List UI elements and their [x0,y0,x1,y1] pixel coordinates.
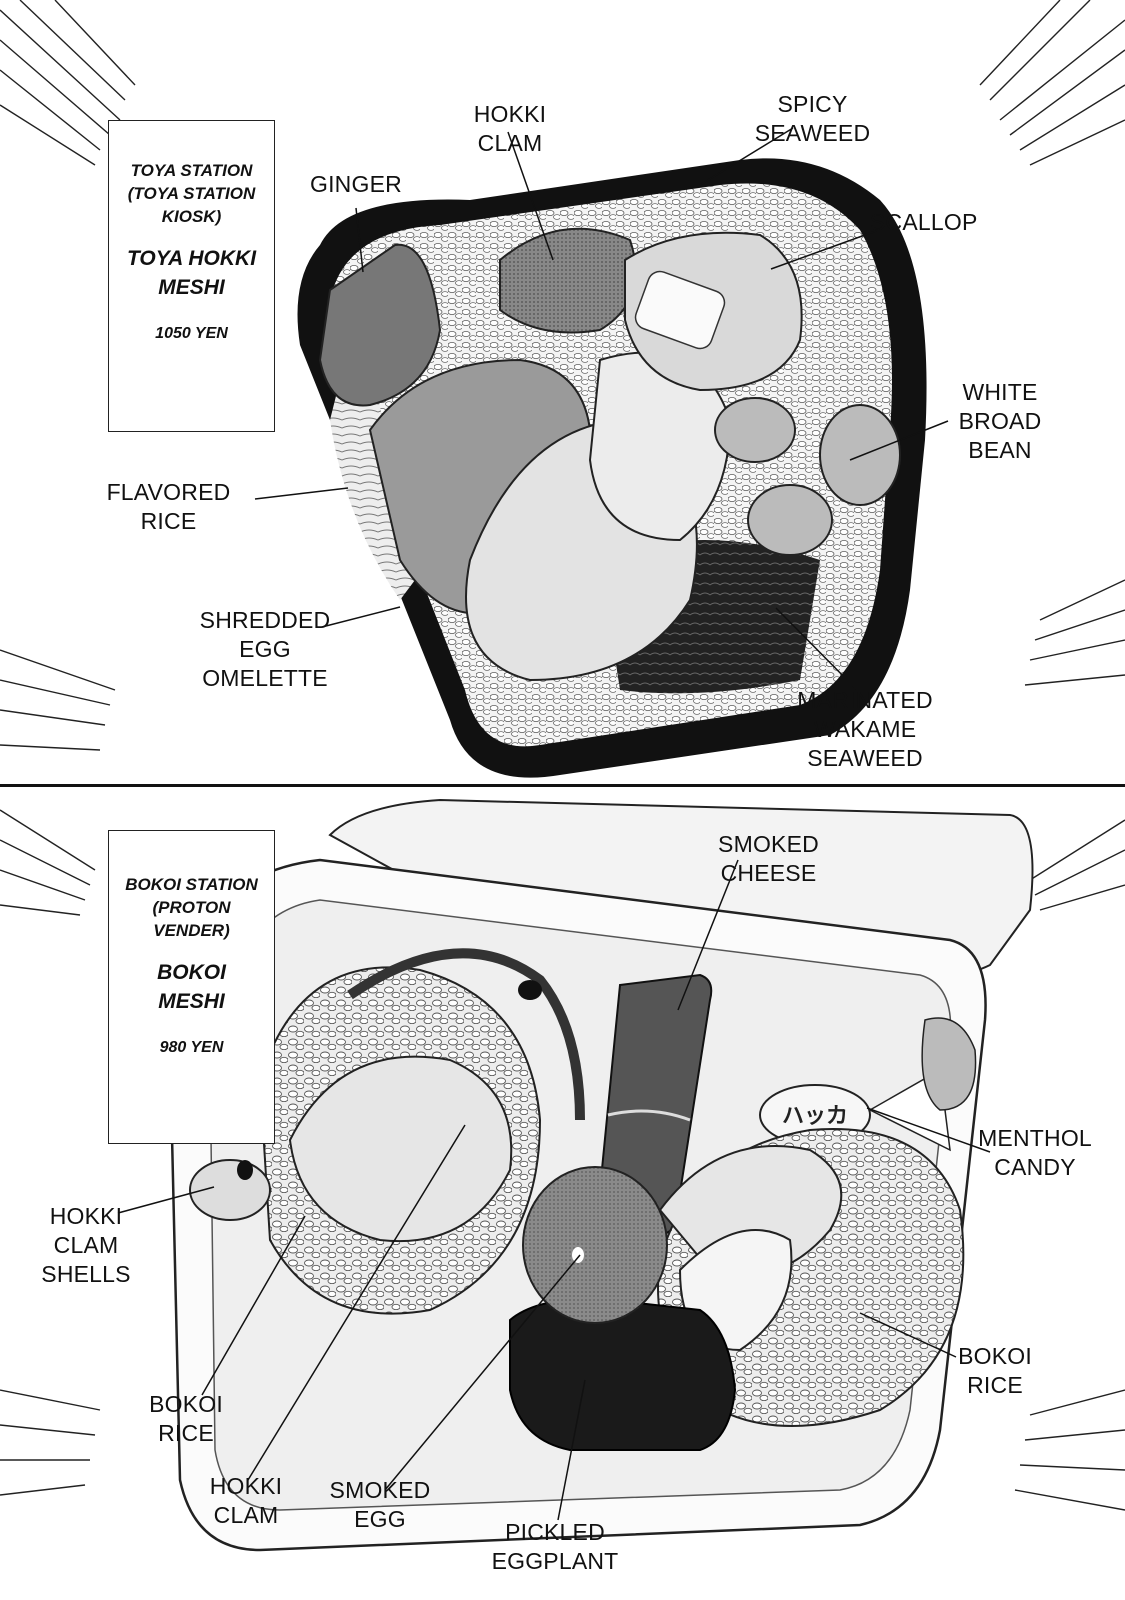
clam-shell-arc [347,948,585,1121]
bento-price: 980 YEN [159,1039,224,1056]
clam-shell-dark [237,1160,253,1180]
speed-lines [0,809,1125,1511]
scallop-highlight [634,270,726,350]
label-pickled-eggplant: PICKLED EGGPLANT [491,1519,619,1574]
candy-text: ハッカ [782,1104,848,1129]
top-panel: TOYA STATION (TOYA STATION KIOSK) TOYA H… [0,0,1125,786]
cheese-highlight [607,1109,691,1122]
broad-beans [714,397,901,556]
station-name: TOYA STATION (TOYA STATION KIOSK) [127,161,256,226]
label-ginger: GINGER [310,171,402,197]
label-shredded-egg-omelette: SHREDDED EGG OMELETTE [199,607,331,691]
label-hokki-clam: HOKKI CLAM [473,101,547,156]
label-marinated-wakame: MARINATED WAKAME SEAWEED [797,687,933,771]
bokoi-bento-illustration: ハッカ [0,798,1125,1552]
label-flavored-rice: FLAVORED RICE [106,479,231,534]
clam-piece [288,1055,513,1243]
label-white-broad-bean: WHITE BROAD BEAN [958,379,1042,463]
label-bokoi-rice-left: BOKOI RICE [149,1391,223,1446]
panel-divider [0,784,1125,787]
station-name: BOKOI STATION (PROTON VENDER) [125,875,258,940]
toya-info-box: TOYA STATION (TOYA STATION KIOSK) TOYA H… [108,120,275,432]
label-menthol-candy: MENTHOL CANDY [978,1125,1092,1180]
speed-lines [0,0,1125,751]
bokoi-info-box: BOKOI STATION (PROTON VENDER) BOKOI MESH… [108,830,275,1144]
ginger-piece [318,243,442,407]
bento-name: TOYA HOKKI MESHI [126,247,257,299]
candy-wrapper-twist [921,1017,977,1111]
smoked-egg [522,1166,668,1324]
label-scallop: SCALLOP [870,209,978,235]
label-smoked-egg: SMOKED EGG [329,1477,431,1532]
label-bokoi-rice-right: BOKOI RICE [958,1343,1032,1398]
clam-shell-dark [518,980,542,1000]
toya-bento-illustration [0,0,1125,778]
label-smoked-cheese: SMOKED CHEESE [718,831,819,886]
bento-name: BOKOI MESHI [157,961,226,1013]
label-hokki-clam-shells: HOKKI CLAM SHELLS [41,1203,131,1287]
bento-price: 1050 YEN [155,325,228,342]
leader-lines [117,859,991,1521]
label-spicy-seaweed: SPICY SEAWEED [754,91,871,146]
egg-highlight [572,1247,584,1263]
leader-lines [254,127,949,690]
bottom-panel: ハッカ BOKOI STATION (PROTON VENDER) BOKOI … [0,790,1125,1600]
label-hokki-clam: HOKKI CLAM [209,1473,283,1528]
pickled-eggplant [509,1298,737,1451]
